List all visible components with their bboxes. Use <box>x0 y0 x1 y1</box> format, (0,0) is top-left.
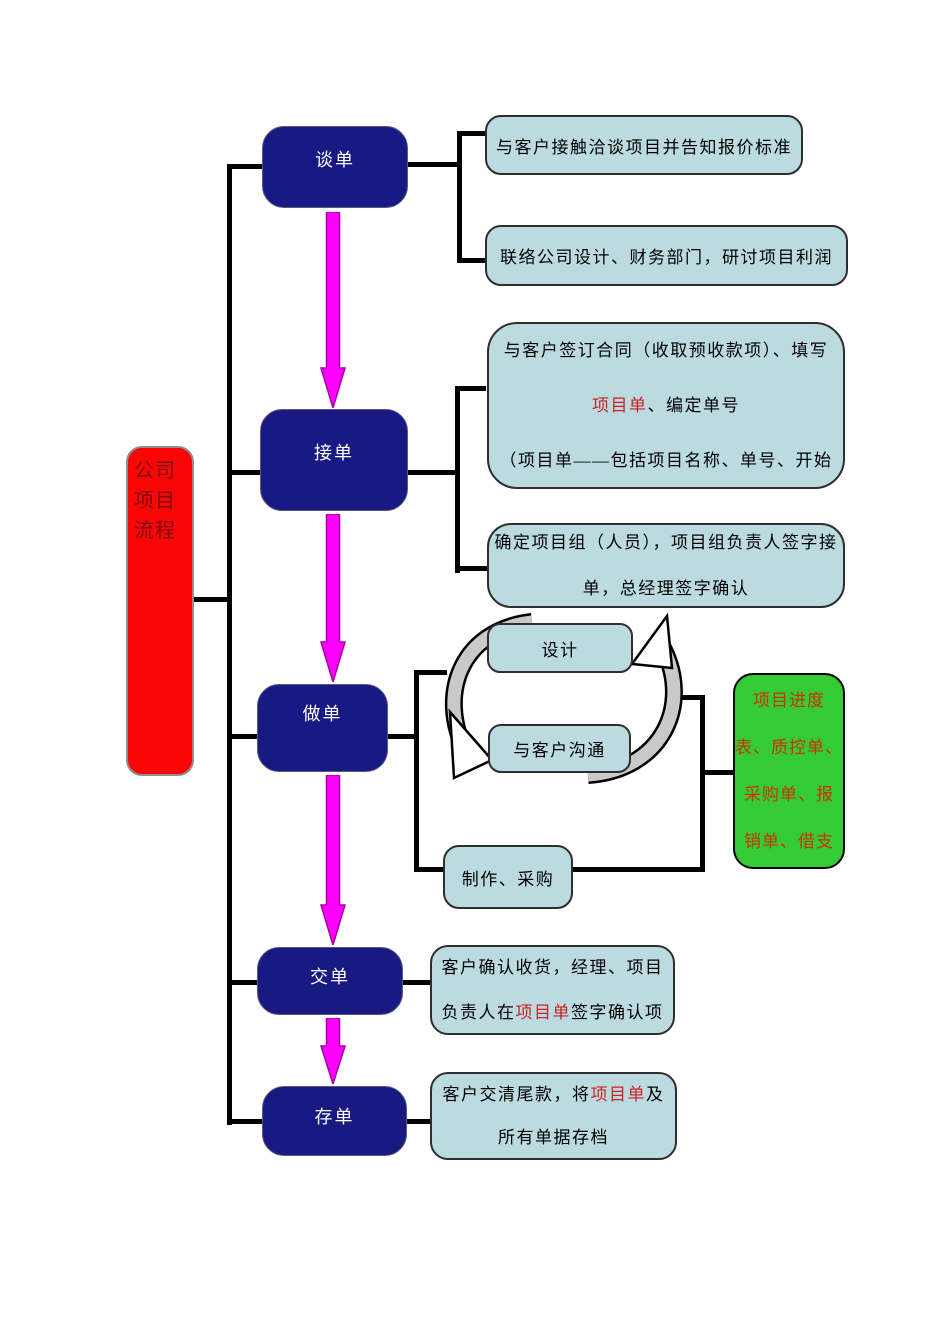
detail-box-production-procurement: 制作、采购 <box>443 845 573 909</box>
detail-text: 负责人在 <box>441 1003 516 1022</box>
highlight-project-sheet: 项目单 <box>590 1085 646 1104</box>
highlight-project-sheet: 项目单 <box>592 396 648 415</box>
detail-text: 与客户接触洽谈项目并告知报价标准 <box>496 137 792 157</box>
stage-label: 交单 <box>310 967 350 987</box>
connector-line <box>227 1119 265 1124</box>
cycle-box-communicate-with-client: 与客户沟通 <box>488 724 631 773</box>
detail-text-line: 所有单据存档 <box>498 1128 609 1147</box>
connector-spine <box>227 164 232 1125</box>
connector-line <box>227 470 263 475</box>
detail-text-line: 客户交清尾款，将项目单及 <box>443 1073 665 1116</box>
detail-text-line: 确定项目组（人员），项目组负责人签字接 <box>494 532 838 552</box>
connector-line <box>405 1119 432 1124</box>
documents-line: 销单、借支 <box>744 832 834 851</box>
flow-arrow-down-icon <box>320 775 346 945</box>
flow-arrow-down-icon <box>320 1018 346 1084</box>
connector-line <box>194 597 227 602</box>
detail-text: 与客户沟通 <box>513 741 606 760</box>
detail-text-line: 与客户签订合同（收取预收款项）、填写 <box>503 341 829 360</box>
highlight-project-sheet: 项目单 <box>515 1003 571 1022</box>
detail-text-line: 负责人在项目单签字确认项 <box>442 990 664 1035</box>
detail-text: 签字确认项 <box>571 1003 664 1022</box>
stage-box-deliver-order: 交单 <box>257 947 403 1015</box>
detail-box-contact-departments: 联络公司设计、财务部门，研讨项目利润 <box>485 225 848 286</box>
flow-arrow-down-icon <box>320 514 346 682</box>
cycle-arrowhead-icon <box>448 708 495 780</box>
detail-text-line: 项目单、编定单号 <box>592 378 740 433</box>
connector-line <box>388 734 418 739</box>
connector-line <box>460 131 485 136</box>
detail-text: 及 <box>646 1085 665 1104</box>
documents-line: 项目进度 <box>753 691 825 710</box>
documents-line: 表、质控单、 <box>735 738 843 757</box>
connector-line <box>460 258 485 263</box>
connector-line <box>227 734 260 739</box>
stage-box-archive-order: 存单 <box>262 1086 407 1156</box>
detail-text-line: （项目单——包括项目名称、单号、开始 <box>499 451 833 470</box>
documents-line: 采购单、报 <box>744 785 834 804</box>
stage-box-do-order: 做单 <box>257 684 388 772</box>
detail-box-confirm-project-team: 确定项目组（人员），项目组负责人签字接 单，总经理签字确认 <box>487 523 845 608</box>
connector-line <box>573 867 705 872</box>
connector-line <box>408 470 458 475</box>
stage-label: 谈单 <box>315 150 355 170</box>
detail-text: 制作、采购 <box>461 869 555 889</box>
connector-line <box>458 566 488 571</box>
connector-line <box>227 980 260 985</box>
connector-line <box>703 770 733 775</box>
detail-text: 客户交清尾款，将 <box>442 1085 591 1104</box>
cycle-box-design: 设计 <box>487 623 633 673</box>
connector-line <box>407 162 460 167</box>
stage-label: 存单 <box>314 1107 355 1127</box>
stage-box-negotiate-order: 谈单 <box>262 126 408 208</box>
detail-text: 联络公司设计、财务部门，研讨项目利润 <box>500 248 833 267</box>
detail-text-line: 客户确认收货，经理、项目 <box>441 958 664 977</box>
flow-arrow-down-icon <box>320 212 346 408</box>
detail-text-line: 单，总经理签字确认 <box>582 578 750 598</box>
root-node-company-project-process: 公司项目流程 <box>126 446 194 776</box>
root-label: 公司项目流程 <box>134 460 176 542</box>
cycle-arrowhead-icon <box>629 612 674 670</box>
stage-box-accept-order: 接单 <box>260 409 408 511</box>
connector-line <box>227 164 265 169</box>
connector-line <box>417 670 447 675</box>
connector-line <box>700 695 705 872</box>
stage-label: 接单 <box>314 443 354 463</box>
detail-box-contact-client: 与客户接触洽谈项目并告知报价标准 <box>485 115 803 175</box>
connector-line <box>401 980 432 985</box>
detail-box-sign-contract: 与客户签订合同（收取预收款项）、填写 项目单、编定单号 （项目单——包括项目名称… <box>487 322 845 489</box>
connector-line <box>457 131 462 263</box>
connector-line <box>675 695 703 700</box>
connector-line <box>417 867 445 872</box>
stage-label: 做单 <box>302 704 343 724</box>
detail-text: 设计 <box>541 640 579 660</box>
detail-box-client-confirm-receipt: 客户确认收货，经理、项目 负责人在项目单签字确认项 <box>430 945 675 1035</box>
detail-text: 、编定单号 <box>647 396 740 415</box>
documents-box: 项目进度 表、质控单、 采购单、报 销单、借支 <box>733 673 845 869</box>
detail-box-final-payment-archive: 客户交清尾款，将项目单及 所有单据存档 <box>430 1072 677 1160</box>
connector-line <box>455 386 460 573</box>
connector-line <box>414 670 419 872</box>
connector-line <box>458 386 486 391</box>
